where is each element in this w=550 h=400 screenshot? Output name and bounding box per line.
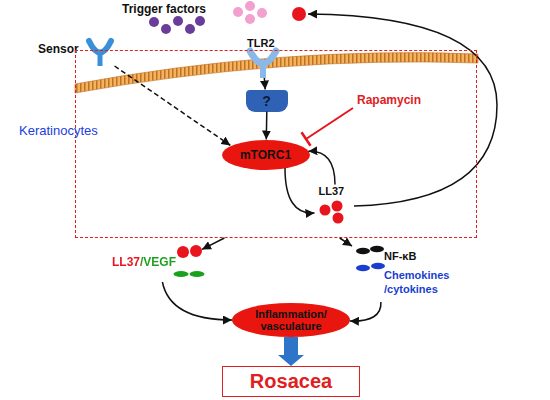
inhibition-line <box>302 108 354 146</box>
sensor-receptor <box>89 41 111 66</box>
nfkb-molecules <box>356 246 385 271</box>
group-heading: Trigger factors <box>122 2 206 16</box>
cell-membrane <box>75 53 478 93</box>
arrow <box>264 78 266 90</box>
trigger-particles <box>149 16 205 34</box>
receptor-label: TLR2 <box>247 37 275 49</box>
trigger-particle <box>195 16 205 26</box>
ll37-peptide <box>177 246 189 258</box>
trigger-particle <box>149 17 159 27</box>
arrow <box>162 282 232 320</box>
ligand-particle <box>245 14 255 24</box>
cytokine-molecule <box>356 265 370 271</box>
trigger-particle <box>185 24 195 34</box>
nfkb-molecule <box>356 248 370 254</box>
ligand-particle <box>233 7 243 17</box>
ligand-particle <box>257 8 267 18</box>
process-label: mTORC1 <box>240 148 291 162</box>
molecule-label: LL37 <box>319 185 345 197</box>
vegf-molecule <box>190 271 205 277</box>
region-label: Keratinocytes <box>19 123 98 138</box>
tlr2-receptor-group: TLR2 <box>240 34 284 78</box>
vegf-molecule <box>174 271 189 277</box>
ligand-particle <box>245 1 255 11</box>
ll37-peptides <box>320 201 344 224</box>
unknown-adaptor: ? <box>246 90 288 112</box>
ll37-group: LL37 <box>315 185 355 225</box>
arrow <box>285 168 315 213</box>
ll37-vegf-group: LL37/VEGF <box>110 244 202 282</box>
block-arrow <box>278 337 304 366</box>
outcome-box: Rosacea <box>222 366 360 397</box>
inflammation-ellipse: Inflammation/ vasculature <box>232 303 350 337</box>
ll37-peptide <box>320 205 331 216</box>
receptor-label: Sensor <box>38 42 79 56</box>
ll37-peptide <box>190 245 202 257</box>
outcome-label: Rosacea <box>250 370 332 393</box>
trigger-particle <box>173 16 183 26</box>
nfkb-molecule <box>370 246 384 252</box>
dashed-arrow <box>115 66 231 145</box>
receptor-stem <box>260 64 266 78</box>
feedback-arrow <box>308 14 497 206</box>
ligand-particles <box>233 1 267 24</box>
ll37-peptide <box>292 7 306 21</box>
arrow <box>308 151 335 184</box>
receptor-cup <box>250 51 276 64</box>
trigger-group: Trigger factors <box>118 0 218 38</box>
keratinocyte-region: Keratinocytes?mTORC1LL37 <box>75 50 477 238</box>
molecule-label: NF-κB <box>384 250 416 262</box>
molecule-label: Chemokines /cytokines <box>384 268 448 296</box>
process-label: Inflammation/ vasculature <box>249 308 333 332</box>
inhibition-stem <box>306 108 353 139</box>
adaptor-label: ? <box>262 93 271 109</box>
inhibition-bar <box>302 132 311 145</box>
arrow <box>266 112 268 140</box>
cytokine-molecule <box>371 263 385 269</box>
ll37-peptide <box>332 201 343 212</box>
tlr2-receptor <box>250 51 276 78</box>
nfkb-group: NF-κB Chemokines /cytokines <box>352 244 447 302</box>
arrow <box>202 238 224 249</box>
drug-label: Rapamycin <box>357 93 421 107</box>
arrow <box>340 238 352 246</box>
arrow <box>350 302 381 321</box>
ll37-peptide <box>333 213 344 224</box>
receptor-stem <box>98 54 103 66</box>
mtorc1-ellipse: mTORC1 <box>222 140 310 170</box>
trigger-particle <box>161 24 171 34</box>
molecule-label: LL37/VEGF <box>112 255 176 269</box>
sensor-receptor-group: Sensor <box>36 36 116 66</box>
ll37-vegf-molecules <box>174 245 205 277</box>
